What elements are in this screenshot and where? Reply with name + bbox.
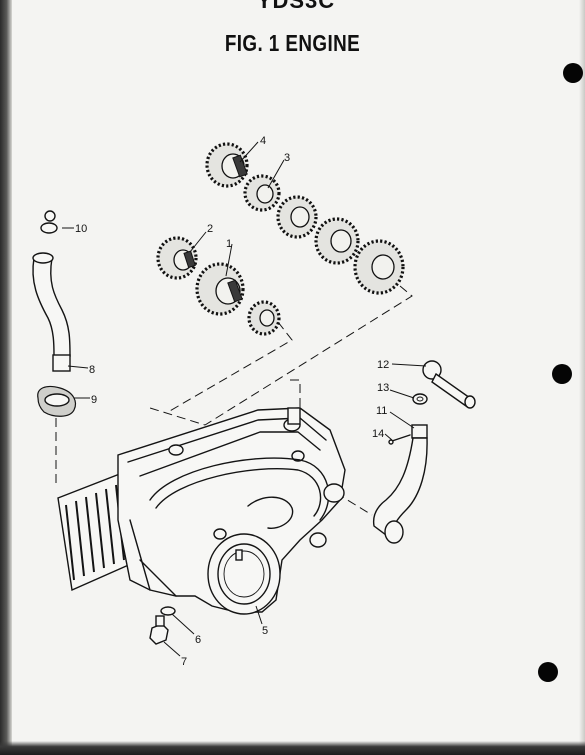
figure-title: FIG. 1 ENGINE — [224, 30, 361, 56]
gear-1 — [195, 262, 245, 316]
binder-hole — [552, 364, 572, 384]
callout-7: 7 — [181, 656, 187, 668]
breather-seal-9 — [37, 385, 77, 417]
callout-1: 1 — [226, 238, 232, 250]
model-code-header: YDS3C — [256, 0, 336, 13]
binder-hole — [538, 662, 558, 682]
callout-6: 6 — [195, 634, 201, 646]
callout-2: 2 — [207, 223, 213, 235]
page-right-edge — [579, 0, 585, 755]
drain-plug-assembly — [149, 606, 176, 645]
callout-13: 13 — [377, 382, 389, 394]
shaft-gear-b — [314, 217, 360, 265]
small-gear — [247, 300, 281, 336]
upper-gear-cluster — [205, 142, 405, 295]
assembly-guide-lines — [55, 285, 421, 516]
lower-gear-cluster — [156, 236, 281, 336]
banjo-bolt-12 — [422, 360, 476, 409]
callout-10: 10 — [75, 223, 87, 235]
page-left-edge — [0, 0, 12, 755]
page-bottom-edge — [0, 741, 585, 755]
clutch-cover-5 — [207, 533, 281, 615]
callout-12: 12 — [377, 359, 389, 371]
breather-cap-10 — [40, 210, 58, 234]
binder-hole — [563, 63, 583, 83]
callout-14: 14 — [372, 428, 384, 440]
callout-5: 5 — [262, 625, 268, 637]
drain-plug-7 — [149, 615, 169, 645]
oil-pipe-11 — [372, 424, 428, 544]
callout-9: 9 — [91, 394, 97, 406]
washer-13 — [412, 393, 428, 405]
callout-labels: 1 2 3 4 5 6 7 8 9 10 11 12 13 14 — [75, 135, 389, 668]
callout-11: 11 — [376, 405, 387, 417]
gear-4 — [205, 142, 249, 188]
leader-lines — [62, 141, 427, 657]
oil-pipe-assembly — [372, 360, 476, 544]
gear-2 — [156, 236, 198, 280]
shaft-gear-a — [276, 195, 318, 239]
washer-6 — [160, 606, 176, 616]
crankcase — [57, 407, 346, 615]
breather-assembly — [32, 210, 77, 417]
callout-4: 4 — [260, 135, 266, 147]
callout-3: 3 — [284, 152, 290, 164]
callout-8: 8 — [89, 364, 95, 376]
shaft-gear-c — [353, 239, 405, 295]
breather-pipe-8 — [32, 252, 71, 372]
pin-14 — [388, 434, 411, 445]
gear-3 — [243, 174, 281, 212]
